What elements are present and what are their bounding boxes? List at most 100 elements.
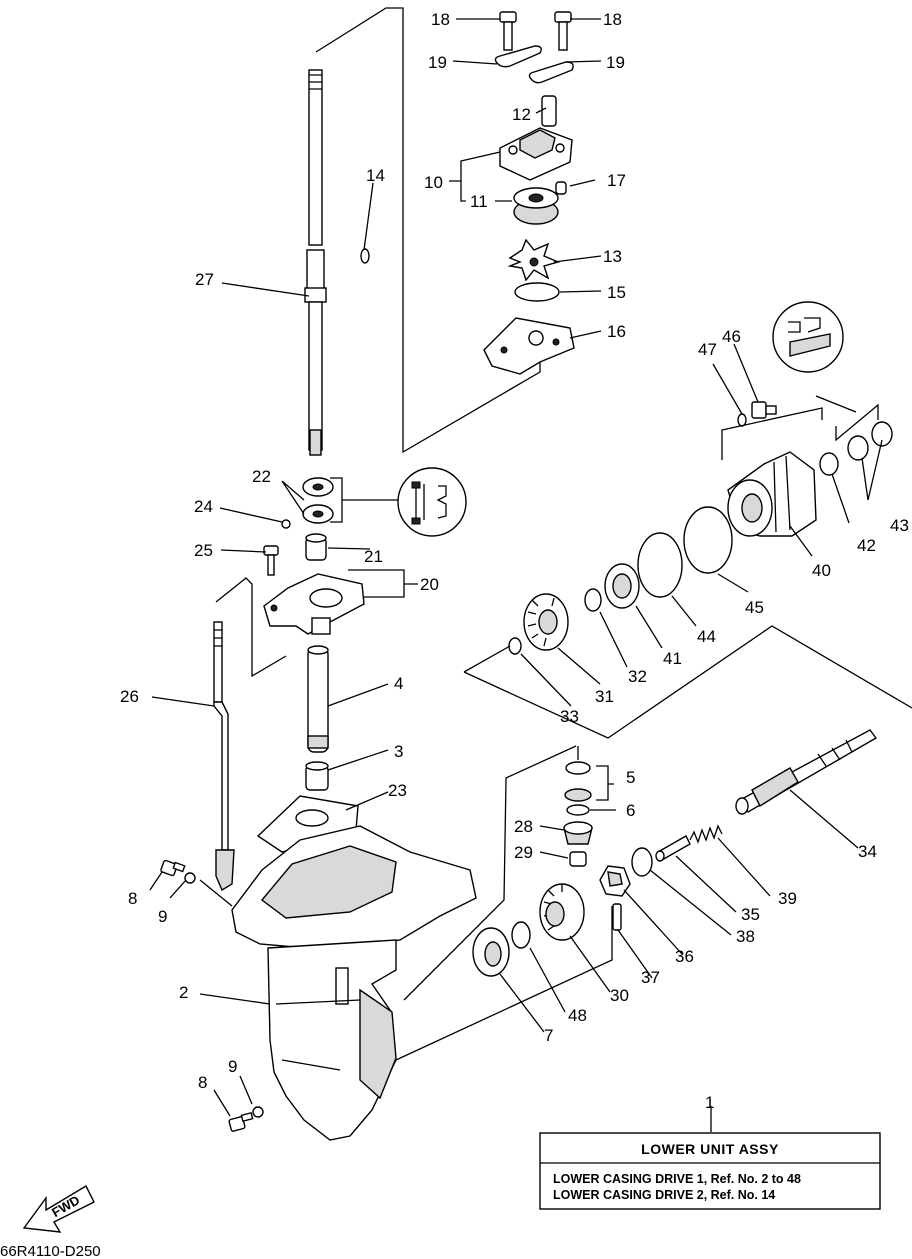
callout-30: 30 (610, 986, 629, 1005)
info-box-line-2: LOWER CASING DRIVE 2, Ref. No. 14 (553, 1188, 775, 1202)
callout-47: 47 (698, 340, 717, 359)
shift-plunger (655, 835, 691, 862)
part-drawings: FWD (22, 11, 893, 1233)
callout-13: 13 (603, 247, 622, 266)
callout-4: 4 (394, 674, 403, 693)
callout-46: 46 (722, 327, 741, 346)
callout-41: 41 (663, 649, 682, 668)
callout-3: 3 (394, 742, 403, 761)
callout-39: 39 (778, 889, 797, 908)
callout-38: 38 (736, 927, 755, 946)
callout-29: 29 (514, 843, 533, 862)
info-box-line-1: LOWER CASING DRIVE 1, Ref. No. 2 to 48 (553, 1172, 801, 1186)
callout-19b: 19 (606, 53, 625, 72)
bearing-detail-inset (397, 467, 467, 537)
callout-25: 25 (194, 541, 213, 560)
bushing-21 (305, 533, 327, 561)
lower-casing (231, 825, 477, 1141)
bearings-22 (302, 477, 334, 524)
taper-bearing-7 (472, 927, 510, 977)
callout-9a: 9 (158, 907, 167, 926)
callout-27: 27 (195, 270, 214, 289)
clip-38 (631, 847, 653, 877)
o-ring-44 (637, 532, 683, 598)
callout-34: 34 (858, 842, 877, 861)
oil-seal-detail-inset (772, 301, 844, 373)
washer-9-lower (252, 1106, 264, 1118)
callout-8b: 8 (198, 1073, 207, 1092)
callout-5: 5 (626, 768, 635, 787)
drive-shaft-housing (263, 573, 365, 635)
bolt-8-lower (228, 1111, 254, 1132)
callout-17: 17 (607, 171, 626, 190)
bushing-42 (819, 452, 839, 476)
callout-33: 33 (560, 707, 579, 726)
callout-21: 21 (364, 547, 383, 566)
leader-lines (149, 7, 912, 1210)
oil-seal-43a (871, 421, 893, 447)
callout-48: 48 (568, 1006, 587, 1025)
callout-labels: 18 18 19 19 12 10 17 11 14 13 27 15 16 4… (120, 10, 909, 1112)
callout-36: 36 (675, 947, 694, 966)
water-tube (307, 645, 329, 753)
callout-23: 23 (388, 781, 407, 800)
callout-1: 1 (705, 1093, 714, 1112)
bolt-25 (263, 545, 279, 576)
bolts-18 (499, 11, 572, 51)
grommet-3 (305, 761, 329, 791)
nut-29 (569, 851, 587, 867)
callout-24: 24 (194, 497, 213, 516)
callout-31: 31 (595, 687, 614, 706)
thrust-bearing-5 (564, 761, 592, 802)
dog-clutch (599, 865, 631, 897)
callout-37: 37 (641, 968, 660, 987)
shim-32 (584, 588, 602, 612)
info-box-frame (539, 1132, 881, 1210)
diagram-code: 66R4110-D250 (0, 1243, 101, 1259)
outer-plate (483, 317, 575, 375)
callout-19a: 19 (428, 53, 447, 72)
cross-pin-37 (612, 903, 622, 931)
impeller (507, 238, 561, 282)
callout-22: 22 (252, 467, 271, 486)
pinion-28 (563, 821, 593, 845)
callout-7: 7 (544, 1026, 553, 1045)
callout-16: 16 (607, 322, 626, 341)
fwd-arrow: FWD (22, 1185, 95, 1233)
plates-19 (494, 45, 574, 84)
gasket-23 (256, 795, 359, 853)
info-box: LOWER UNIT ASSY LOWER CASING DRIVE 1, Re… (553, 1141, 801, 1202)
callout-40: 40 (812, 561, 831, 580)
shim-6 (566, 804, 590, 816)
callout-6: 6 (626, 801, 635, 820)
callout-35: 35 (741, 905, 760, 924)
callout-43: 43 (890, 516, 909, 535)
callout-44: 44 (697, 627, 716, 646)
callout-18b: 18 (603, 10, 622, 29)
insert-cartridge (513, 187, 559, 225)
callout-8a: 8 (128, 889, 137, 908)
bolt-46 (751, 401, 777, 419)
washer-9-upper (184, 872, 196, 884)
shim-48 (511, 921, 531, 949)
callout-10: 10 (424, 173, 443, 192)
forward-gear (539, 883, 585, 941)
oil-seal-43b (847, 435, 869, 461)
callout-18a: 18 (431, 10, 450, 29)
dowel-pin-17 (555, 181, 567, 195)
callout-32: 32 (628, 667, 647, 686)
bolt-8-upper (160, 859, 186, 877)
callout-11: 11 (470, 192, 488, 211)
shim-33 (508, 637, 522, 655)
drive-shaft (304, 69, 327, 456)
callout-9b: 9 (228, 1057, 237, 1076)
woodruff-key (360, 248, 370, 264)
callout-20: 20 (420, 575, 439, 594)
info-box-title: LOWER UNIT ASSY (641, 1141, 779, 1157)
callout-45: 45 (745, 598, 764, 617)
propeller-shaft (735, 729, 878, 815)
shift-rod (213, 621, 235, 892)
reverse-gear (523, 593, 569, 651)
callout-12: 12 (512, 105, 531, 124)
